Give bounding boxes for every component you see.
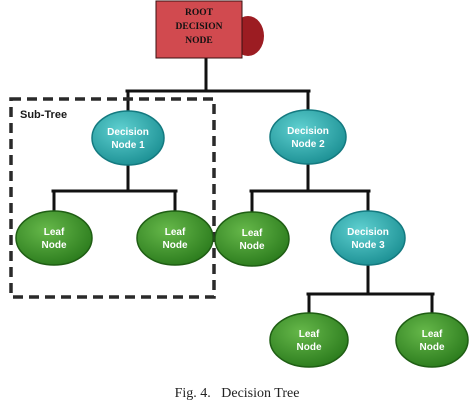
connector-lines [51,56,435,316]
root-label-line-3: NODE [185,36,212,46]
leaf-node-1-label-line-1: Leaf [44,227,65,238]
root-box [155,0,243,59]
decision-node-3: Decision Node 3 [330,210,406,266]
subtree-label: Sub-Tree [20,109,67,121]
caption-fig-number: Fig. 4. [174,386,211,401]
leaf-node-5: Leaf Node [395,312,469,368]
decision-node-2-label-line-1: Decision [287,126,329,137]
decision-node-1-label-line-1: Decision [107,127,149,138]
leaf-node-4-label-line-2: Node [297,342,322,353]
leaf-node-1-label-line-2: Node [42,240,67,251]
leaf-node-5-label-line-2: Node [420,342,445,353]
leaf-node-5-label-line-1: Leaf [422,329,443,340]
decision-node-1-label-line-2: Node 1 [111,140,145,151]
decision-node-3-label-line-1: Decision [347,227,389,238]
decision-node-3-label-line-2: Node 3 [351,240,385,251]
decision-node-1: Decision Node 1 [91,110,165,166]
root-label-line-2: DECISION [176,22,223,32]
leaf-node-2-label-line-2: Node [163,240,188,251]
root-decision-node: ROOT DECISION NODE [155,0,264,59]
leaf-node-3: Leaf Node [214,211,290,267]
leaf-node-3-label-line-2: Node [240,241,265,252]
decision-node-2: Decision Node 2 [269,109,347,165]
subtree-frame [9,97,216,299]
figure-caption: Fig. 4. Decision Tree [0,386,474,402]
leaf-node-2: Leaf Node [136,210,214,266]
decision-node-2-label-line-2: Node 2 [291,139,325,150]
leaf-node-4-label-line-1: Leaf [299,329,320,340]
leaf-node-1: Leaf Node [15,210,93,266]
leaf-node-2-label-line-1: Leaf [165,227,186,238]
leaf-node-4: Leaf Node [269,312,349,368]
root-label-line-1: ROOT [185,8,214,18]
caption-title: Decision Tree [221,386,300,401]
leaf-node-3-label-line-1: Leaf [242,228,263,239]
